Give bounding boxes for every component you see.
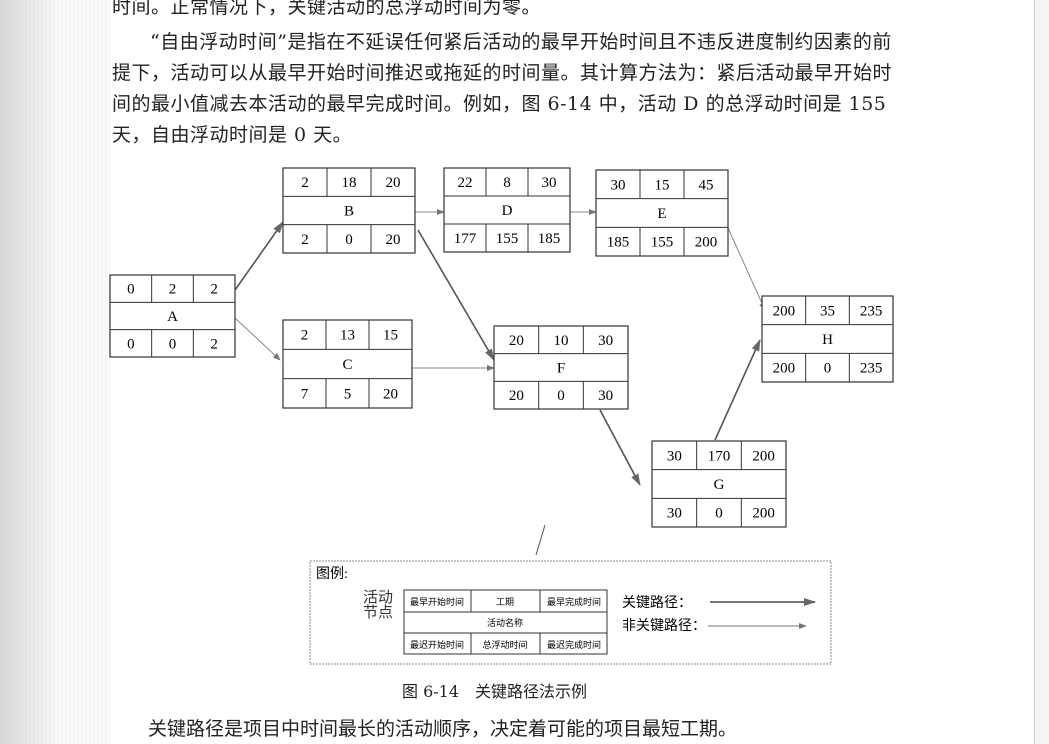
node-dur: 13 [340, 328, 355, 344]
node-es: 200 [773, 303, 796, 319]
node-tf: 0 [557, 388, 565, 404]
page-edge [1034, 0, 1049, 744]
node-tf: 0 [169, 336, 177, 352]
paragraph-free-float: “自由浮动时间”是指在不延误任何紧后活动的最早开始时间且不违反进度制约因素的前提… [112, 31, 893, 146]
node-lf: 2 [210, 336, 218, 352]
page-shadow [0, 0, 60, 744]
node-ef: 200 [752, 448, 775, 464]
node-dur: 10 [554, 333, 569, 349]
critical-arrow-a-b [234, 221, 284, 291]
legend-dur: 工期 [496, 597, 514, 607]
node-dur: 35 [820, 303, 835, 319]
node-ls: 2 [301, 232, 309, 248]
node-ef: 30 [542, 175, 557, 191]
critical-arrow-b-f [417, 229, 495, 361]
node-tf: 155 [651, 235, 674, 251]
node-es: 22 [458, 175, 473, 191]
node-ef: 235 [860, 303, 883, 319]
paragraph-critical-path: 关键路径是项目中时间最长的活动顺序，决定着可能的项目最短工期。 [148, 718, 738, 740]
node-ef: 2 [210, 282, 218, 298]
legend-lf: 最迟完成时间 [547, 639, 601, 650]
noncritical-arrow-e-h [727, 227, 766, 311]
node-es: 30 [611, 177, 626, 193]
node-name: A [167, 309, 178, 325]
node-lf: 200 [695, 235, 718, 251]
node-dur: 2 [169, 282, 177, 298]
node-name: F [557, 361, 565, 377]
node-name: B [344, 204, 354, 220]
legend-ls: 最迟开始时间 [410, 639, 464, 650]
critical-arrow-f-g [599, 409, 641, 486]
critical-arrow-g-h [714, 339, 761, 441]
activity-node-e: 30 15 45 185 155 200 E [595, 169, 729, 257]
node-dur: 8 [503, 175, 511, 191]
node-es: 2 [301, 328, 309, 344]
node-lf: 20 [383, 386, 398, 402]
node-ls: 185 [607, 235, 630, 251]
node-dur: 18 [342, 175, 357, 191]
activity-node-c: 2 13 15 7 5 20 C [282, 319, 413, 409]
figure-caption: 图 6-14 关键路径法示例 [402, 682, 588, 701]
legend: 图例: 最早开始时间 工期 最早完成时间 活动名称 最迟开始时间 总浮动时间 最… [309, 560, 832, 665]
node-name: G [714, 477, 725, 493]
node-ls: 200 [773, 361, 796, 377]
node-dur: 170 [708, 448, 731, 464]
node-ls: 177 [454, 231, 477, 247]
node-ls: 7 [301, 386, 309, 402]
node-ef: 15 [383, 328, 398, 344]
node-ef: 45 [699, 177, 714, 193]
node-lf: 30 [598, 388, 613, 404]
node-es: 30 [667, 448, 682, 464]
node-ls: 30 [667, 506, 682, 522]
legend-es: 最早开始时间 [410, 596, 464, 607]
legend-node-label: 活动节点 [363, 588, 394, 621]
legend-noncritical-label: 非关键路径： [622, 618, 706, 634]
node-name: C [342, 357, 352, 373]
node-lf: 200 [752, 506, 775, 522]
node-es: 20 [509, 333, 524, 349]
node-ls: 0 [127, 336, 135, 352]
node-lf: 235 [860, 361, 883, 377]
node-name: D [502, 203, 513, 219]
legend-name: 活动名称 [487, 617, 523, 628]
node-name: E [657, 206, 666, 222]
node-lf: 20 [386, 232, 401, 248]
node-dur: 15 [655, 177, 670, 193]
activity-node-d: 22 8 30 177 155 185 D [443, 167, 571, 253]
node-ef: 20 [386, 175, 401, 191]
node-tf: 5 [344, 386, 352, 402]
paragraph-line: 时间。正常情况下，关键活动的总浮动时间为零。 [112, 0, 542, 18]
node-tf: 0 [824, 361, 832, 377]
node-tf: 155 [496, 231, 519, 247]
noncritical-arrow-a-c [234, 317, 281, 361]
node-es: 2 [301, 175, 309, 191]
pointer-mark [535, 524, 546, 556]
node-lf: 185 [538, 231, 561, 247]
node-tf: 0 [715, 506, 723, 522]
legend-title: 图例: [316, 566, 348, 582]
node-ef: 30 [598, 333, 613, 349]
legend-ef: 最早完成时间 [547, 596, 601, 607]
node-ls: 20 [509, 388, 524, 404]
legend-critical-label: 关键路径： [622, 595, 692, 611]
node-name: H [822, 332, 833, 348]
legend-tf: 总浮动时间 [482, 639, 527, 650]
node-tf: 0 [345, 232, 353, 248]
node-es: 0 [127, 282, 135, 298]
